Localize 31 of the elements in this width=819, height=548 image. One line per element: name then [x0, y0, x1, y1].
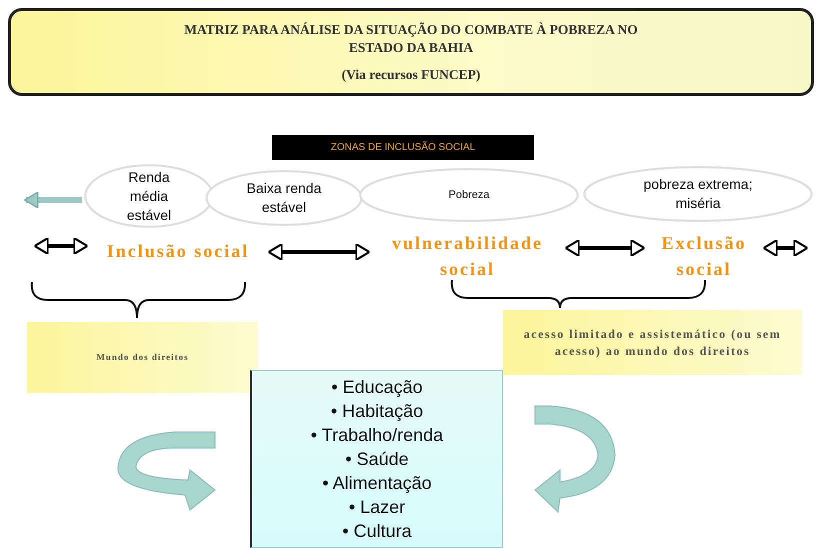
zone-heading: Exclusão social	[645, 230, 763, 282]
topics-box	[250, 370, 503, 548]
list-item: • Saúde	[345, 448, 409, 471]
arrow	[24, 192, 82, 208]
note-box	[503, 310, 802, 375]
list-item: • Alimentação	[322, 472, 432, 495]
note-box	[27, 322, 258, 393]
double-arrow	[762, 238, 808, 258]
zone-label: pobreza extrema; miséria	[642, 175, 754, 213]
subtitle: (Via recursos FUNCEP)	[340, 67, 482, 83]
list-item: • Lazer	[348, 496, 406, 519]
zone-banner: ZONAS DE INCLUSÃO SOCIAL	[272, 135, 534, 160]
zone-ellipse	[582, 166, 814, 222]
double-arrow	[564, 238, 646, 258]
list-item: • Trabalho/renda	[310, 424, 444, 447]
double-arrow	[34, 236, 88, 256]
list-item: • Educação	[331, 376, 423, 399]
title: MATRIZ PARA ANÁLISE DA SITUAÇÃO DO COMBATE À POBREZA NO ESTADO DA BAHIA	[183, 21, 639, 57]
list-item: • Habitação	[330, 400, 424, 423]
zone-label: Renda média estável	[126, 168, 172, 224]
zone-ellipse	[205, 170, 363, 226]
zone-label: Pobreza	[448, 188, 490, 202]
zone-heading: vulnerabilidade social	[370, 230, 565, 282]
list-item: • Cultura	[342, 520, 412, 543]
note-text: Mundo dos direitos	[96, 351, 189, 364]
double-arrow	[268, 242, 370, 262]
zone-heading: Inclusão social	[88, 238, 268, 264]
zone-ellipse	[84, 164, 214, 228]
zone-label: Baixa renda estável	[246, 179, 322, 217]
zone-ellipse	[358, 168, 580, 222]
note-text: acesso limitado e assistemático (ou sem acesso) ao mundo dos direitos	[522, 326, 782, 360]
